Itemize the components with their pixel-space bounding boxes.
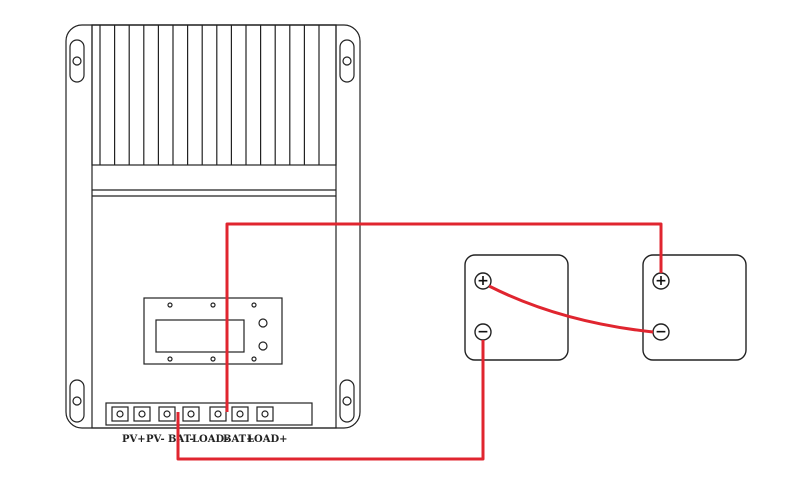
display-module [143,297,283,365]
wiring [176,222,663,461]
terminal-screws [111,406,274,422]
battery-1-case [464,254,569,361]
heatsink [91,24,337,166]
battery-1: + − [464,254,569,361]
wire-battery-1-positive-to-battery-2-negative [488,284,654,334]
battery-1-positive-terminal [474,272,492,290]
terminal-label-bat-plus: BAT+ [223,434,254,445]
screw-icon [251,302,257,308]
screw-terminal-icon [133,406,151,422]
screw-icon [163,410,171,418]
screw-icon [236,410,244,418]
led-icon [258,318,268,328]
screw-terminal-icon [231,406,249,422]
mount-hole-top-left-icon [69,39,85,83]
terminal-label-load-plus: LOAD+ [247,434,288,445]
screw-terminal-icon [256,406,274,422]
charge-controller [65,24,361,429]
screw-icon [138,410,146,418]
screw-icon [251,356,257,362]
terminal-label-load-minus: LOAD- [192,434,229,445]
battery-2-case [642,254,747,361]
screw-terminal-icon [158,406,176,422]
screw-icon [187,410,195,418]
terminal-label-pv-plus: PV+ [122,434,146,445]
screw-icon [210,356,216,362]
terminal-label-bat-minus: BAT- [168,434,194,445]
controller-housing [65,24,361,429]
wire-bat-minus-to-battery-1-negative [176,340,485,461]
terminal-labels: PV+ PV- BAT- LOAD- BAT+ LOAD+ [122,434,288,445]
screw-terminal-icon [209,406,227,422]
screw-terminal-icon [182,406,200,422]
screw-icon [214,410,222,418]
heatsink-fins [99,25,320,165]
mount-hole-bottom-left-icon [69,379,85,423]
mount-hole-top-right-icon [339,39,355,83]
screw-icon [116,410,124,418]
battery-1-negative-symbol: − [477,324,489,340]
battery-1-positive-symbol: + [477,273,489,289]
screw-icon [167,356,173,362]
screw-icon [167,302,173,308]
mount-hole-bottom-right-icon [339,379,355,423]
led-icon [258,341,268,351]
screw-icon [261,410,269,418]
wire-bat-plus-to-battery-2-positive [225,222,663,412]
lcd-screen [155,319,245,353]
battery-2: + − [642,254,747,361]
battery-2-negative-symbol: − [655,324,667,340]
battery-2-positive-symbol: + [655,273,667,289]
screw-terminal-icon [111,406,129,422]
terminal-label-pv-minus: PV- [146,434,165,445]
display-panel [143,297,283,365]
terminal-block [105,402,313,426]
screw-icon [210,302,216,308]
